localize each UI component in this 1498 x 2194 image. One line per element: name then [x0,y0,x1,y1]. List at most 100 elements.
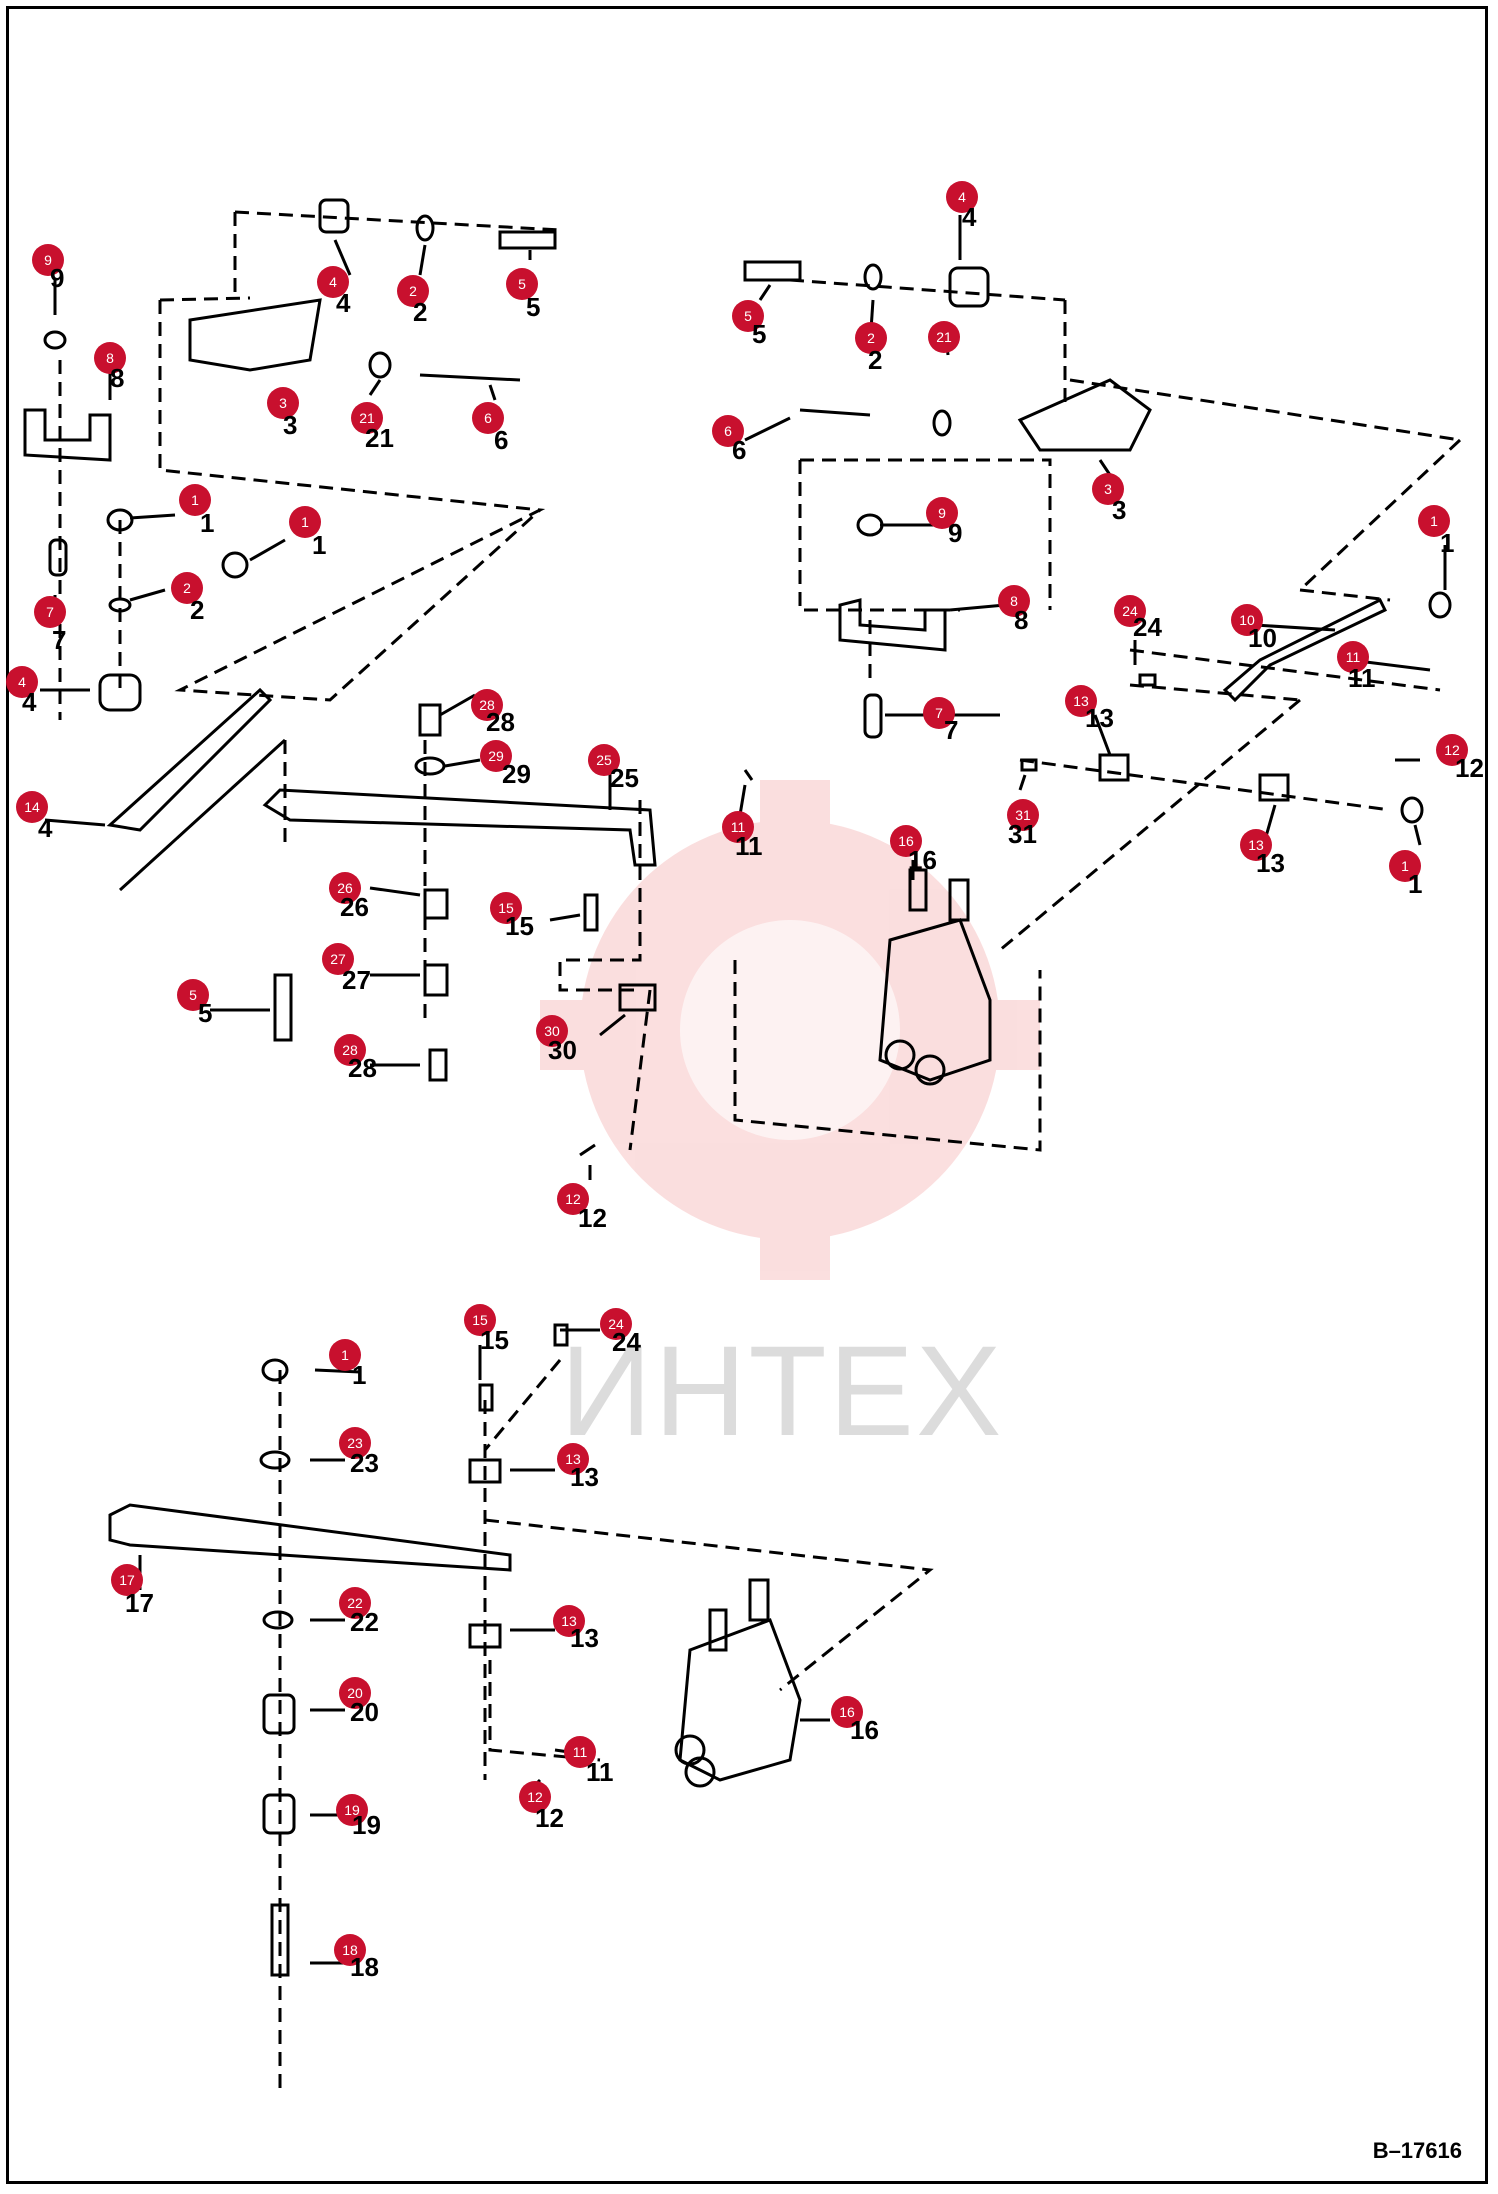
callout-24: 24 [1114,595,1146,627]
callout-10: 10 [1231,604,1263,636]
part-number: 11 [586,1757,614,1787]
callout-5: 5 [732,300,764,332]
callout-28: 28 [334,1034,366,1066]
callout-15: 15 [490,892,522,924]
part-number: 15 [480,1325,509,1355]
callout-27: 27 [322,943,354,975]
part-number: 12 [1455,753,1484,783]
part-number: 6 [494,425,509,455]
diagram-frame [6,6,1488,2184]
callout-7: 7 [34,596,66,628]
part-number: 1 [352,1360,367,1390]
part-number: 13 [1085,703,1114,733]
callout-17: 17 [111,1564,143,1596]
part-number: 29 [502,759,531,789]
part-number: 18 [350,1952,379,1982]
part-number: 8 [1014,605,1029,635]
callout-12: 12 [1436,734,1468,766]
part-number: 5 [752,319,767,349]
callout-7: 7 [923,697,955,729]
callout-4: 4 [317,266,349,298]
part-number: 10 [1248,623,1277,653]
part-number: 8 [110,363,125,393]
callout-11: 11 [1337,641,1369,673]
callout-4: 4 [6,666,38,698]
part-number: 19 [352,1810,381,1840]
callout-23: 23 [339,1427,371,1459]
part-number: 31 [1008,819,1037,849]
callout-13: 13 [553,1605,585,1637]
part-number: 16 [850,1715,879,1745]
callout-16: 16 [890,825,922,857]
callout-1: 1 [1389,850,1421,882]
part-number: 24 [612,1327,641,1357]
callout-13: 13 [1240,829,1272,861]
part-number: 20 [350,1697,379,1727]
part-number: 28 [348,1053,377,1083]
part-number: 21 [365,423,394,453]
part-number: 3 [283,410,298,440]
callout-15: 15 [464,1304,496,1336]
callout-25: 25 [588,744,620,776]
part-number: 6 [732,435,747,465]
callout-21: 21 [351,402,383,434]
callout-6: 6 [712,415,744,447]
part-number: 12 [578,1203,607,1233]
callout-12: 12 [557,1183,589,1215]
callout-12: 12 [519,1781,551,1813]
callout-8: 8 [998,585,1030,617]
part-number: 4 [336,288,351,318]
callout-19: 19 [336,1794,368,1826]
part-number: 2 [190,595,205,625]
callout-14: 14 [16,791,48,823]
part-number: 2 [413,297,428,327]
part-number: 4 [22,687,37,717]
part-number: 7 [52,625,67,655]
part-number: 11 [735,831,763,861]
part-number: 4 [38,813,53,843]
part-number: 28 [486,707,515,737]
callout-6: 6 [472,402,504,434]
part-number: 15 [505,911,534,941]
part-number: 12 [535,1803,564,1833]
callout-28: 28 [471,689,503,721]
part-number: 2 [868,345,883,375]
part-number: 11 [1348,663,1376,693]
callout-11: 11 [564,1736,596,1768]
part-number: 1 [200,508,215,538]
part-number: 1 [1440,528,1455,558]
callout-18: 18 [334,1934,366,1966]
part-number: 22 [350,1607,379,1637]
callout-24: 24 [600,1308,632,1340]
part-number: 1 [1408,869,1423,899]
drawing-code: B–17616 [1372,2138,1462,2163]
watermark-text: ИНТЕХ [560,1320,1004,1463]
callout-13: 13 [557,1443,589,1475]
part-number: 23 [350,1448,379,1478]
callout-21: 21 [928,321,960,353]
part-number: 5 [198,998,213,1028]
part-number: 3 [1112,495,1127,525]
part-number: 9 [50,263,65,293]
part-number: 17 [125,1588,154,1618]
part-number: 9 [948,518,963,548]
callout-8: 8 [94,342,126,374]
part-number: 13 [1256,848,1285,878]
callout-4: 4 [946,181,978,213]
callout-13: 13 [1065,685,1097,717]
part-number: 5 [526,292,541,322]
callout-3: 3 [1092,473,1124,505]
callout-16: 16 [831,1696,863,1728]
part-number: 13 [570,1623,599,1653]
callout-9: 9 [926,497,958,529]
callout-29: 29 [480,740,512,772]
callout-30: 30 [536,1015,568,1047]
callout-2: 2 [171,572,203,604]
part-number: 4 [962,202,977,232]
callout-11: 11 [722,811,754,843]
part-number: 26 [340,892,369,922]
callout-5: 5 [177,979,209,1011]
callout-5: 5 [506,268,538,300]
part-number: 13 [570,1462,599,1492]
